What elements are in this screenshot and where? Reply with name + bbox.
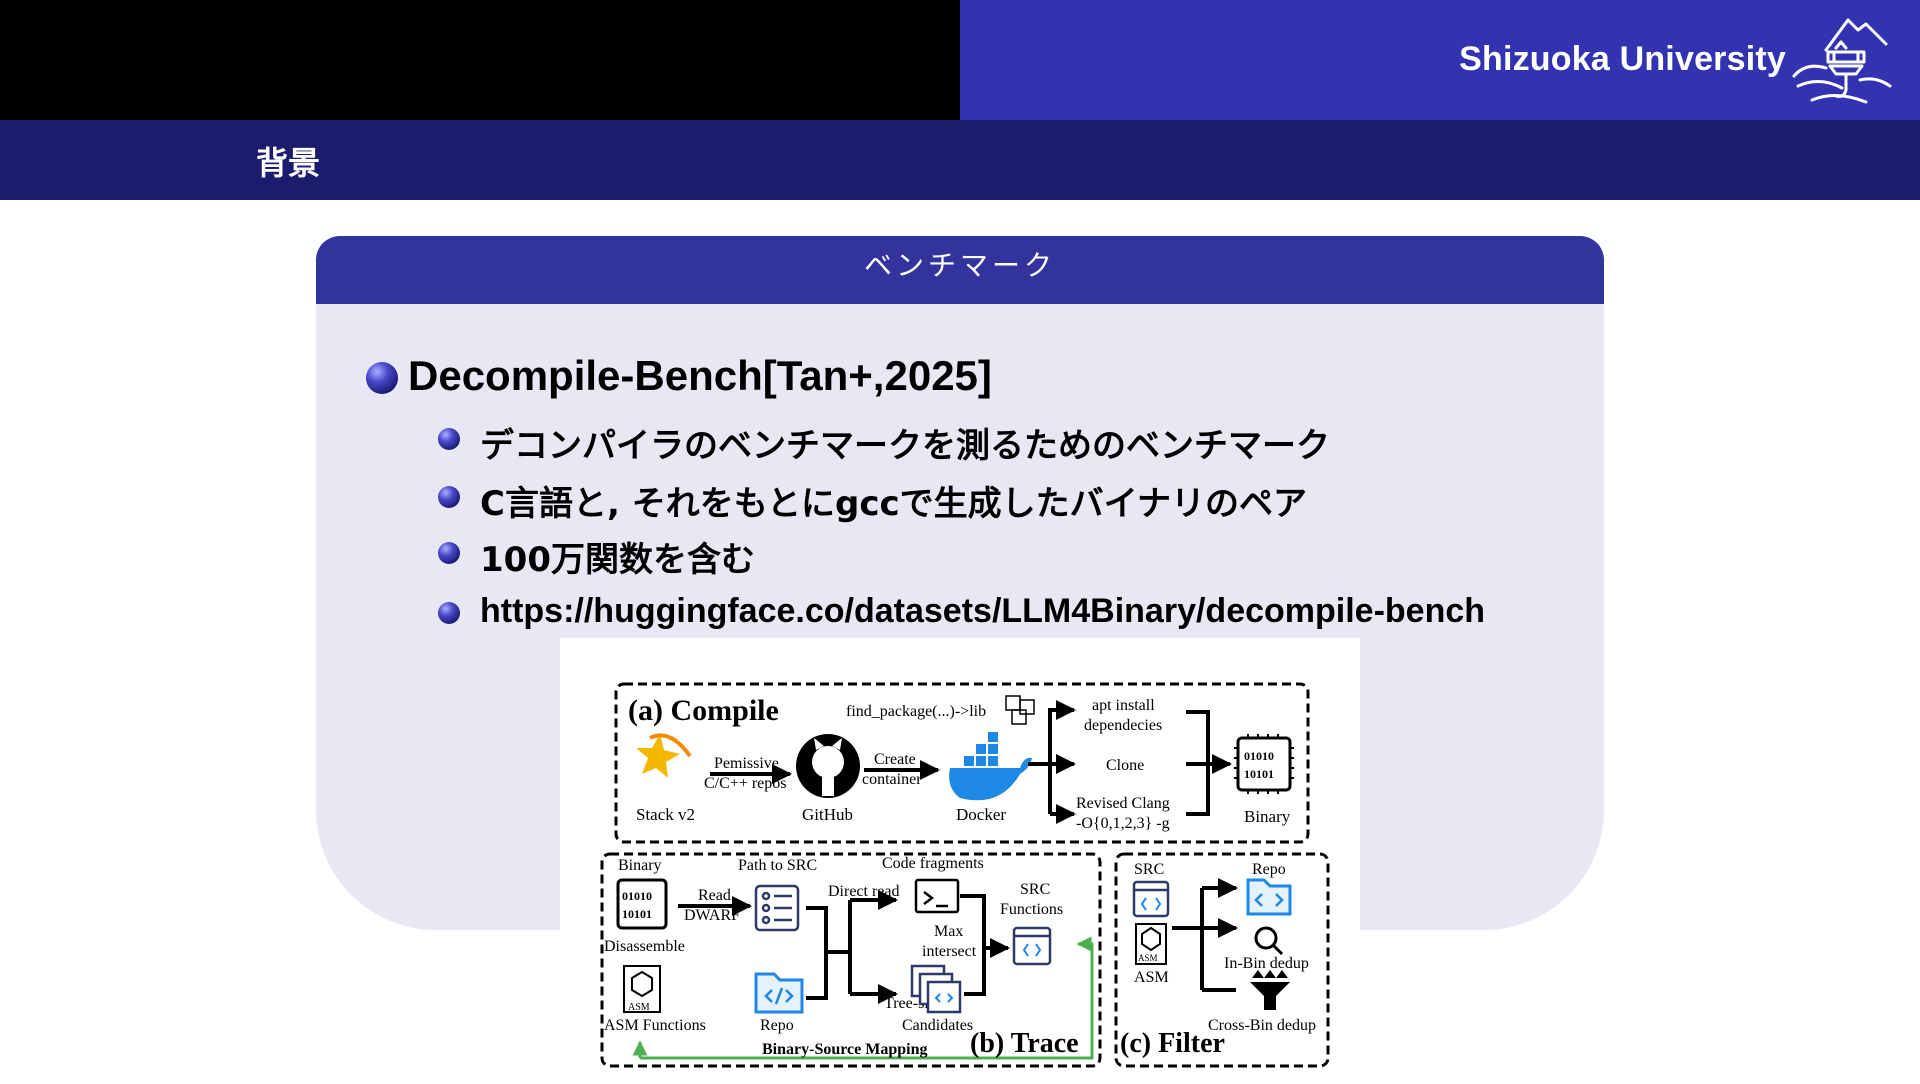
library-boxes-icon [1005, 695, 1035, 725]
trace-repo-label: Repo [760, 1017, 794, 1034]
bullet-ball-icon [438, 542, 460, 564]
trace-panel: Binary 01010 10101 Disassemble Read DWAR… [600, 852, 1102, 1068]
subbullet-text: 100万関数を含む [480, 540, 755, 580]
max-label-2: intersect [922, 943, 977, 960]
stack-v2-star-icon [636, 733, 692, 778]
terminal-icon [914, 878, 960, 914]
disassemble-label: Disassemble [604, 938, 685, 955]
bullet-text: Decompile-Bench[Tan+,2025] [408, 352, 992, 399]
read-label-1: Read [698, 887, 731, 904]
find-package-label: find_package(...)->lib [846, 703, 986, 720]
subbullet-purpose: デコンパイラのベンチマークを測るためのベンチマーク [438, 418, 1330, 467]
max-label-1: Max [934, 923, 963, 940]
university-name: Shizuoka University [1459, 40, 1786, 78]
docker-label: Docker [956, 805, 1006, 824]
repo-folder-icon [754, 972, 804, 1014]
bullet-decompile-bench: Decompile-Bench[Tan+,2025] [366, 352, 992, 400]
docker-icon [949, 732, 1032, 801]
search-icon [1254, 926, 1284, 956]
clang-label-1: Revised Clang [1076, 795, 1170, 812]
svg-text:10101: 10101 [1244, 767, 1274, 781]
code-fragments-label: Code fragments [882, 855, 984, 872]
bullet-ball-icon [438, 428, 460, 450]
bullet-ball-icon [438, 486, 460, 508]
apt-label-1: apt install [1092, 697, 1155, 714]
clang-label-2: -O{0,1,2,3} -g [1076, 815, 1170, 832]
apt-label-2: dependecies [1084, 717, 1162, 734]
stack-v2-label: Stack v2 [636, 805, 695, 824]
bullet-ball-icon [366, 362, 398, 394]
filter-repo-folder-icon [1246, 878, 1292, 916]
asm-functions-label: ASM Functions [604, 1017, 706, 1034]
svg-text:ASM: ASM [628, 1002, 650, 1013]
src-window-icon [1012, 926, 1052, 966]
trace-binary-chip-icon: 01010 10101 [616, 878, 668, 930]
src-functions-label-2: Functions [1000, 901, 1063, 918]
read-label-2: DWARF [684, 907, 740, 924]
cross-bin-dedup-label: Cross-Bin dedup [1208, 1017, 1316, 1034]
trace-title: (b) Trace [970, 1028, 1079, 1059]
src-functions-label-1: SRC [1020, 881, 1050, 898]
github-label: GitHub [802, 805, 853, 824]
subbullet-count: 100万関数を含む [438, 532, 755, 581]
permissive-label-1: Pemissive [714, 755, 779, 772]
filter-asm-icon: ASM [1135, 923, 1167, 965]
block-title: ベンチマーク [316, 236, 1604, 304]
binary-chip-icon: 01010 10101 [1234, 734, 1294, 794]
filter-src-icon [1132, 880, 1170, 918]
in-bin-dedup-label: In-Bin dedup [1224, 955, 1309, 972]
binary-label: Binary [1244, 807, 1291, 826]
compile-title: (a) Compile [628, 694, 779, 727]
clone-label: Clone [1106, 757, 1144, 774]
funnel-icon [1250, 970, 1290, 1010]
candidates-label: Candidates [902, 1017, 973, 1034]
subbullet-text: デコンパイラのベンチマークを測るためのベンチマーク [480, 426, 1330, 466]
dataset-link[interactable]: https://huggingface.co/datasets/LLM4Bina… [480, 592, 1486, 630]
permissive-label-2: C/C++ repos [704, 775, 787, 792]
filter-title: (c) Filter [1120, 1028, 1225, 1059]
asm-file-icon: ASM [623, 965, 661, 1013]
pipeline-figure: (a) Compile find_package(...)->lib Stack… [560, 638, 1360, 1080]
filter-panel: SRC ASM ASM Repo In-Bin dedup C [1114, 852, 1330, 1068]
svg-text:ASM: ASM [1138, 953, 1158, 963]
bullet-ball-icon [438, 602, 460, 624]
subbullet-text: C言語と, それをもとにgccで生成したバイナリのペア [480, 484, 1307, 524]
path-to-src-label: Path to SRC [738, 857, 817, 874]
trace-binary-label: Binary [618, 857, 662, 874]
filter-repo-label: Repo [1252, 861, 1286, 878]
frame-title-bar [0, 120, 1920, 200]
candidates-stack-icon [910, 964, 962, 1014]
subbullet-pairs: C言語と, それをもとにgccで生成したバイナリのペア [438, 476, 1307, 525]
header-right-band [960, 0, 1920, 120]
create-label-1: Create [874, 751, 916, 768]
filter-asm-label: ASM [1134, 969, 1169, 986]
path-list-icon [754, 884, 800, 932]
binary-source-mapping-label: Binary-Source Mapping [762, 1041, 928, 1058]
pipeline-diagram: (a) Compile find_package(...)->lib Stack… [600, 682, 1330, 1068]
subbullet-url[interactable]: https://huggingface.co/datasets/LLM4Bina… [438, 592, 1485, 631]
direct-read-label: Direct read [828, 883, 900, 900]
header-left-band [0, 0, 960, 120]
create-label-2: container [862, 771, 922, 788]
svg-text:01010: 01010 [1244, 749, 1274, 763]
svg-text:01010: 01010 [622, 889, 652, 903]
github-icon [796, 734, 860, 798]
filter-src-label: SRC [1134, 861, 1164, 878]
university-crest-icon [1792, 18, 1892, 104]
compile-panel: (a) Compile find_package(...)->lib Stack… [614, 682, 1310, 844]
page-title: 背景 [256, 144, 321, 182]
svg-text:10101: 10101 [622, 907, 652, 921]
